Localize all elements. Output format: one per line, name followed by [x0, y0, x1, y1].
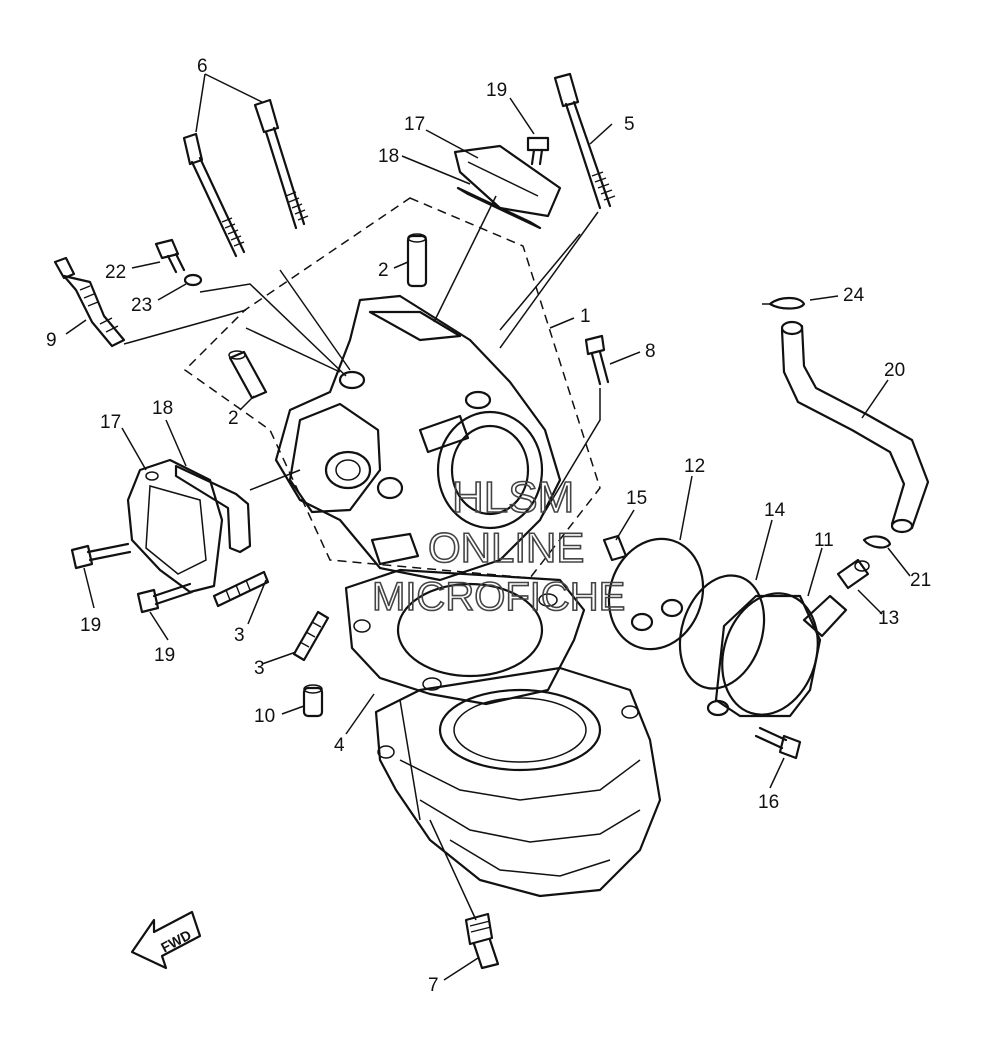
callout-11: 11 — [814, 530, 834, 551]
callout-19-left-a: 19 — [80, 615, 101, 636]
callout-9: 9 — [46, 330, 57, 351]
watermark-line-1: HLSM — [452, 473, 574, 522]
nut-15 — [602, 534, 628, 562]
stud-3-lower — [292, 610, 330, 662]
bolt-16 — [754, 726, 802, 760]
spark-plug-9 — [53, 256, 126, 348]
callout-23: 23 — [131, 295, 152, 316]
callout-6: 6 — [197, 56, 208, 77]
bolt-7 — [464, 912, 500, 970]
gasket-18-top — [456, 186, 542, 230]
dowel-2-left — [228, 350, 268, 400]
callout-2-top: 2 — [378, 260, 389, 281]
stud-3-upper — [212, 570, 270, 608]
callout-16: 16 — [758, 792, 779, 813]
callout-18-top: 18 — [378, 146, 399, 167]
bolt-19-left-a — [70, 542, 132, 570]
callout-21: 21 — [910, 570, 931, 591]
dowel-2-top — [406, 233, 428, 288]
cover-17-left — [126, 458, 224, 594]
callout-12: 12 — [684, 456, 705, 477]
clamp-21 — [862, 535, 892, 549]
head-gasket-4 — [344, 568, 586, 706]
dowel-10 — [302, 684, 324, 718]
callout-24: 24 — [843, 285, 865, 306]
clamp-24 — [762, 296, 806, 310]
o-ring-14 — [678, 574, 766, 690]
callout-3-upper: 3 — [234, 625, 245, 646]
plate-12 — [607, 537, 705, 651]
callout-4: 4 — [334, 735, 345, 756]
housing-11 — [706, 592, 848, 718]
callout-17-top: 17 — [404, 114, 425, 135]
callout-labels: 6 19 17 5 18 2 22 23 9 1 24 8 20 2 17 18… — [46, 56, 931, 996]
bolt-19-top — [526, 136, 550, 166]
callout-13: 13 — [878, 608, 899, 629]
callout-8: 8 — [645, 341, 656, 362]
fitting-13 — [836, 558, 870, 590]
callout-18-left: 18 — [152, 398, 173, 419]
callout-3-lower: 3 — [254, 658, 265, 679]
callout-1: 1 — [580, 306, 591, 327]
hose-20 — [780, 320, 930, 534]
callout-20: 20 — [884, 360, 905, 381]
cover-17-top — [453, 144, 562, 218]
callout-19-top: 19 — [486, 80, 507, 101]
bolt-22 — [154, 238, 186, 274]
callout-2-left: 2 — [228, 408, 239, 429]
fwd-label: FWD — [158, 926, 194, 955]
callout-19-left-b: 19 — [154, 645, 175, 666]
callout-5: 5 — [624, 114, 635, 135]
callout-14: 14 — [764, 500, 786, 521]
bolt-6-right — [253, 98, 309, 230]
watermark: HLSM ONLINE MICROFICHE — [371, 472, 626, 620]
callout-10: 10 — [254, 706, 275, 727]
bolt-5 — [553, 72, 616, 210]
cylinder-head — [274, 294, 562, 582]
leader-lines — [65, 73, 911, 981]
watermark-line-3: MICROFICHE — [372, 575, 625, 619]
gasket-18-left — [174, 464, 252, 554]
cylinder-block — [374, 666, 662, 898]
callout-22: 22 — [105, 262, 126, 283]
assembly-outline — [183, 197, 601, 579]
bolt-19-left-b — [136, 582, 194, 614]
bolt-6-left — [182, 132, 246, 258]
watermark-line-2: ONLINE — [428, 524, 584, 571]
callout-17-left: 17 — [100, 412, 121, 433]
bolt-8 — [584, 334, 610, 386]
callout-7: 7 — [428, 975, 439, 996]
callout-15: 15 — [626, 488, 647, 509]
fwd-arrow: FWD — [130, 910, 202, 970]
washer-23 — [183, 273, 203, 287]
